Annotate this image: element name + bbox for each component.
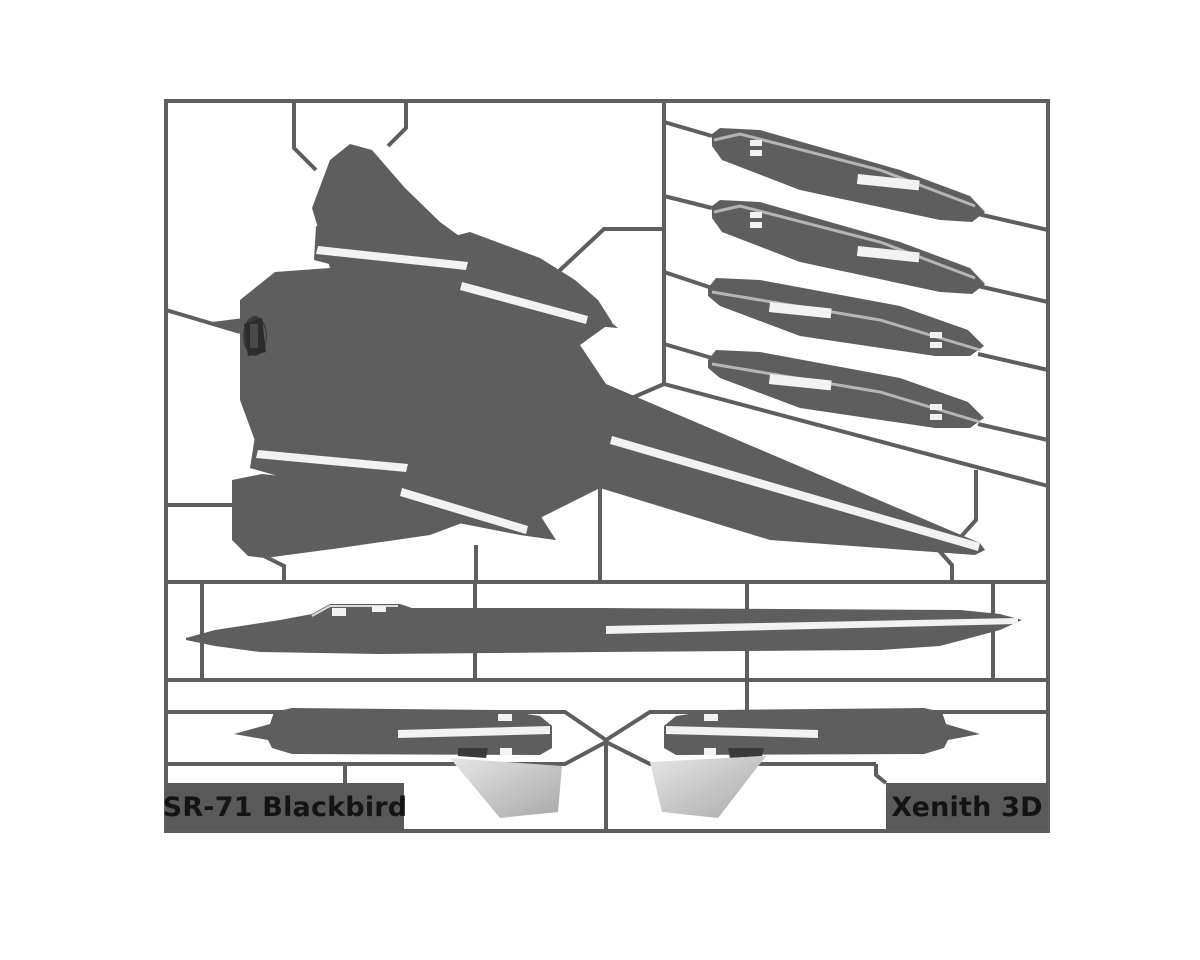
side-view-fuselage: [186, 604, 1022, 654]
left-tail-fin: [450, 758, 562, 818]
engine-nacelle-2: [712, 200, 985, 294]
right-tail-fin: [650, 756, 766, 818]
top-view-fuselage: [212, 144, 985, 558]
model-name-text: SR-71 Blackbird: [162, 791, 408, 823]
exhaust-detail: [243, 316, 267, 356]
engine-nacelle-3: [708, 278, 984, 356]
maker-label: Xenith 3D: [886, 783, 1048, 831]
right-engine-pod: [664, 708, 980, 758]
engine-nacelle-4: [708, 350, 984, 428]
model-name-label: SR-71 Blackbird: [163, 783, 407, 831]
engine-nacelle-1: [712, 128, 985, 222]
left-engine-pod: [234, 708, 552, 758]
maker-text: Xenith 3D: [891, 791, 1043, 823]
